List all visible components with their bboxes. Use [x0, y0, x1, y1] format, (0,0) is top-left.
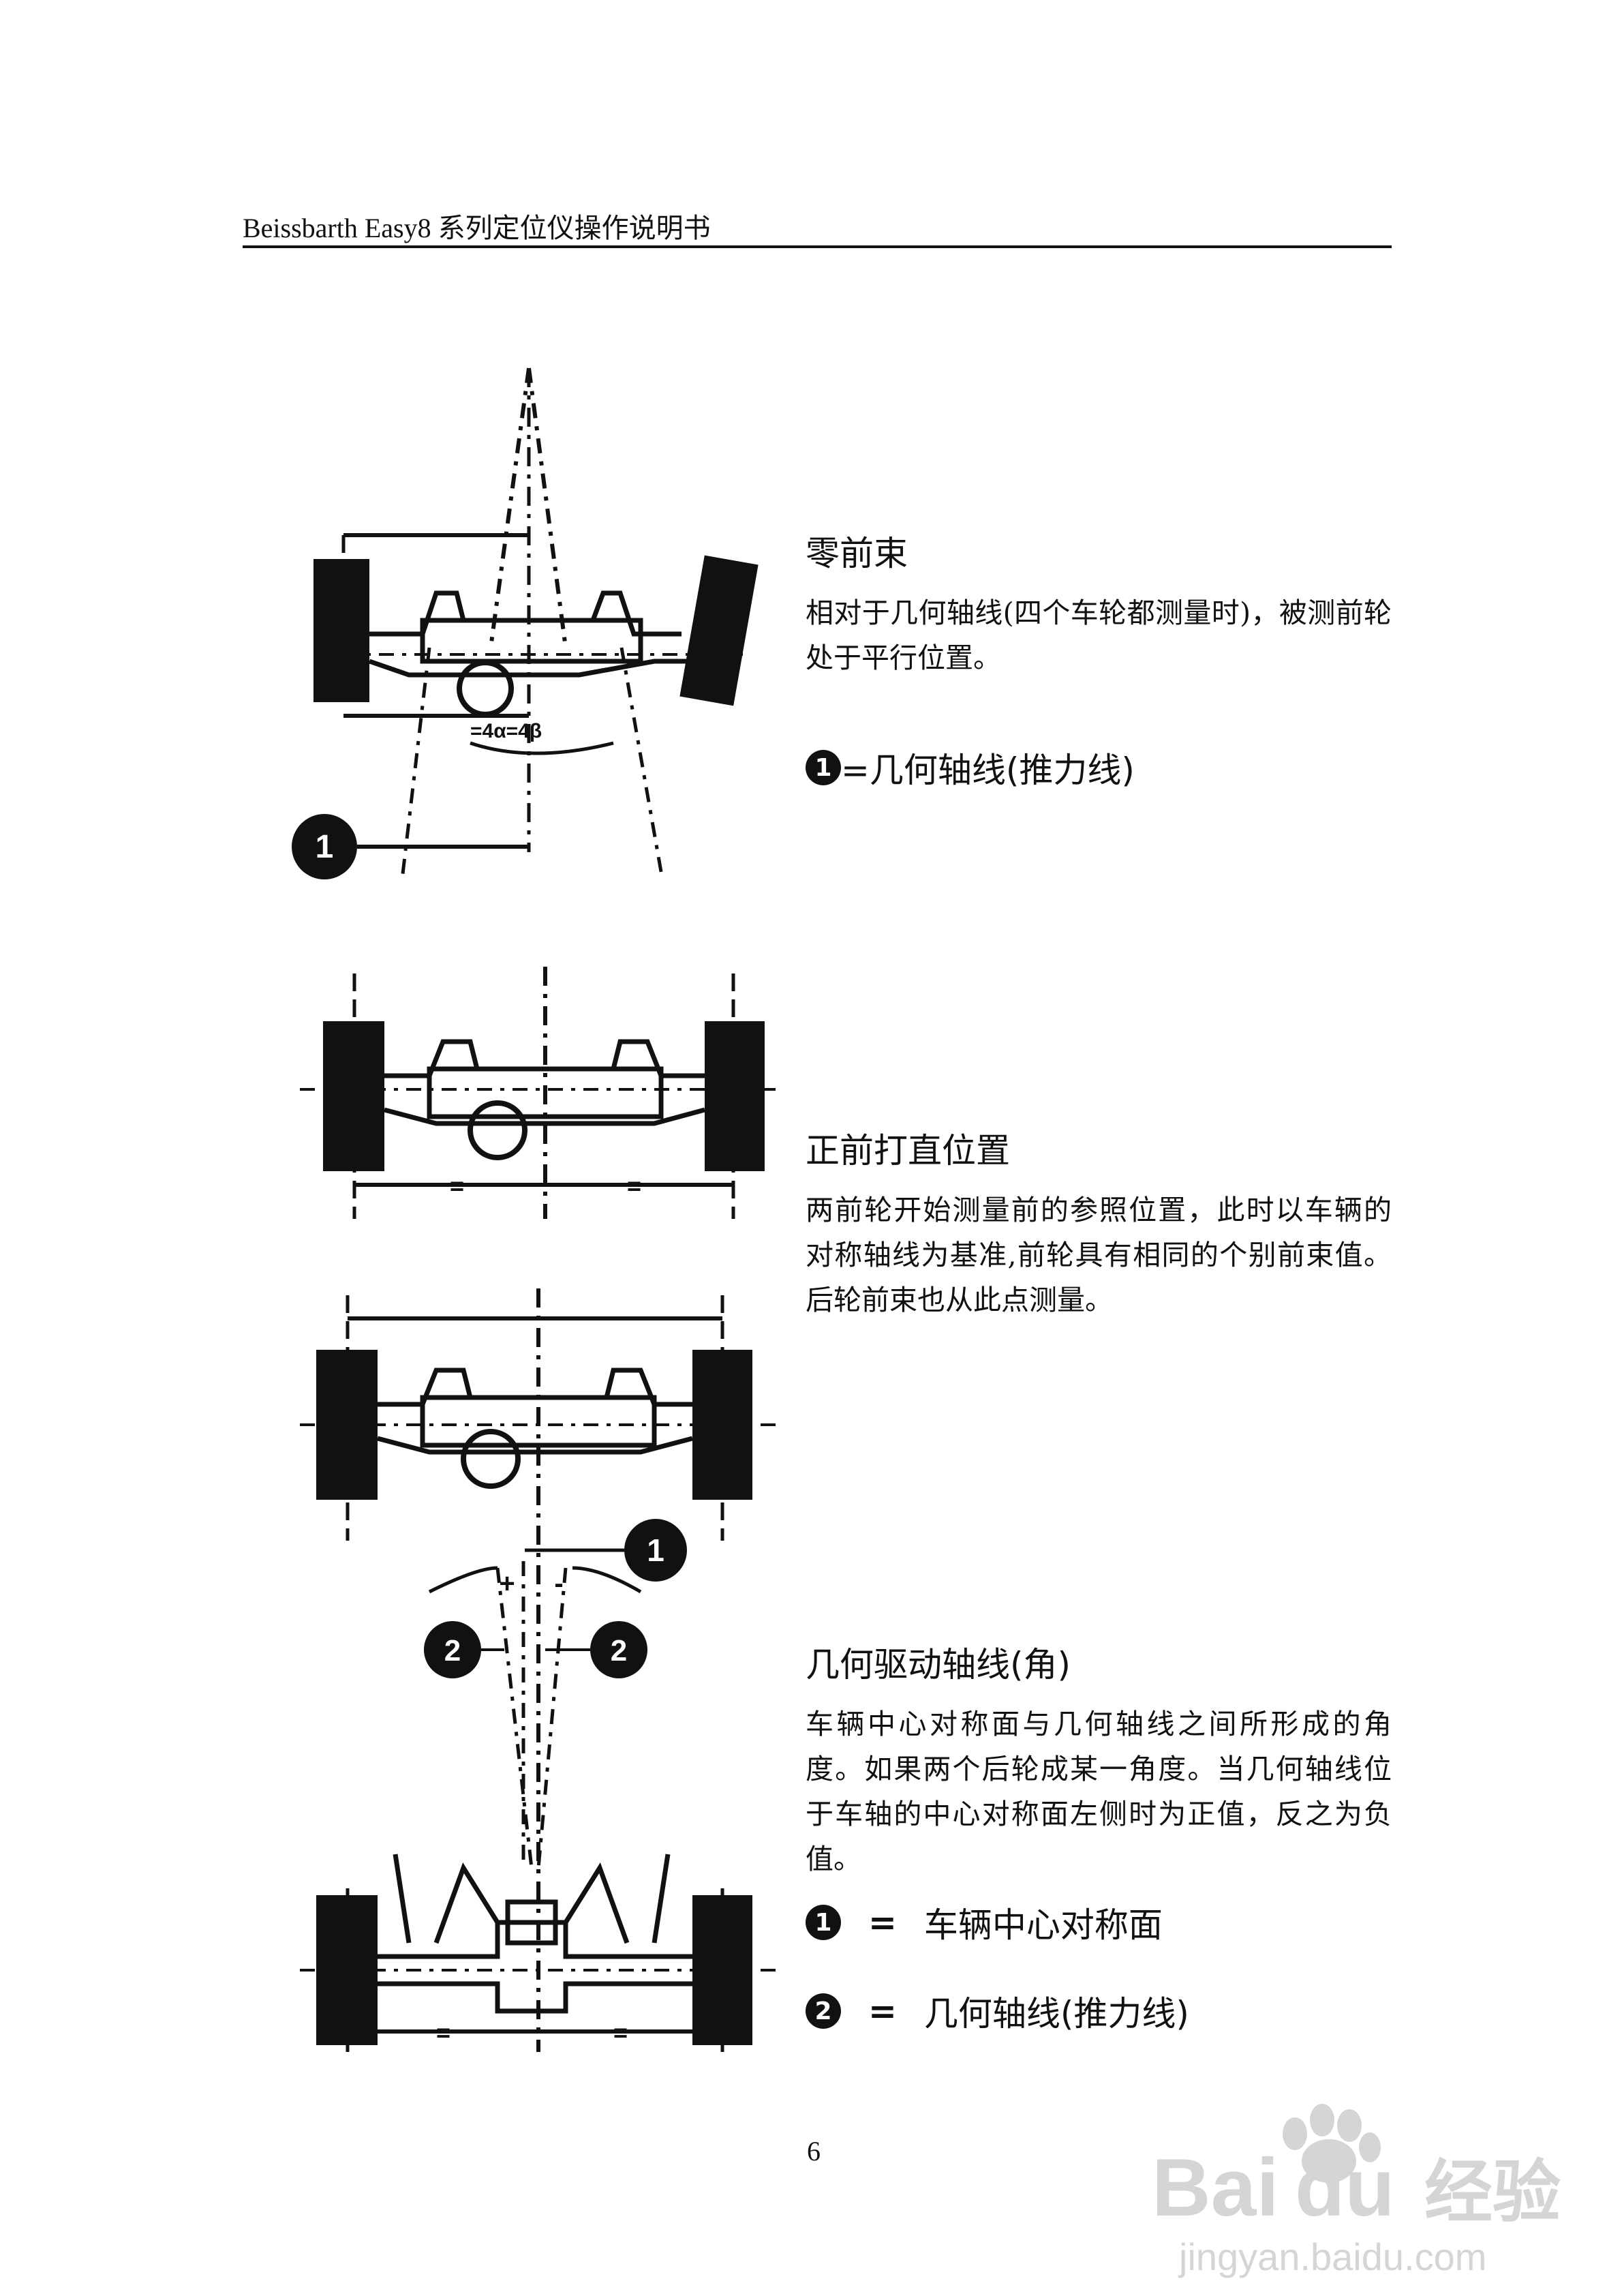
thrust-axis-badge-right [590, 1621, 647, 1678]
watermark-brand: Bai [1152, 2142, 1279, 2233]
legend-center-plane: 1 = 车辆中心对称面 [806, 1898, 1163, 1947]
thrust-axis-badge-right-label: 2 [611, 1634, 627, 1667]
straight-ahead-diagram: = = [300, 967, 777, 1219]
section-body-straight-ahead: 两前轮开始测量前的参照位置，此时以车辆的对称轴线为基准,前轮具有相同的个别前束值… [806, 1194, 1392, 1316]
legend-zero-toe: 1 =几何轴线(推力线) [806, 743, 1135, 792]
steering-wheel-icon [461, 1429, 521, 1489]
legend-text: 几何轴线(推力线) [923, 1994, 1189, 2034]
section-title-zero-toe: 零前束 [806, 534, 908, 573]
legend-badge-1: 1 [806, 750, 841, 785]
legend-text: 车辆中心对称面 [923, 1905, 1163, 1945]
axis-badge [292, 814, 357, 879]
header-rule [243, 245, 1392, 248]
legend-thrust-axis: 2 = 几何轴线(推力线) [806, 1987, 1189, 2036]
equal-mark-right: = [627, 1172, 641, 1200]
toe-angle-label: =4α=4β [470, 720, 542, 742]
zero-toe-diagram: =4α=4β 1 [292, 367, 759, 880]
thrust-axis-badge-left [424, 1621, 481, 1678]
watermark-url: jingyan.baidu.com [1178, 2235, 1486, 2278]
section-body-zero-toe: 相对于几何轴线(四个车轮都测量时)，被测前轮处于平行位置。 [806, 596, 1392, 674]
center-plane-badge [624, 1519, 687, 1582]
center-plane-badge-label: 1 [647, 1532, 664, 1568]
rear-right-wheel [692, 1895, 752, 2045]
equal-mark-left: = [450, 1172, 464, 1200]
steering-wheel-icon [468, 1100, 527, 1160]
minus-sign: - [554, 1569, 563, 1599]
equal-mark-right: = [613, 2019, 628, 2046]
page-number: 6 [807, 2136, 821, 2166]
paw-icon [1302, 2139, 1356, 2183]
section-title-straight-ahead: 正前打直位置 [806, 1131, 1010, 1170]
left-front-wheel [313, 559, 369, 702]
front-right-wheel [692, 1350, 752, 1500]
legend-equals: = [868, 1991, 897, 2031]
equal-mark-left: = [436, 2019, 450, 2046]
thrust-angle-diagram: 1 + - 2 2 = = [300, 1288, 777, 2052]
document-header: Beissbarth Easy8 系列定位仪操作说明书 [243, 213, 711, 243]
legend-equals: = [868, 1903, 897, 1942]
watermark-brand-2: du [1295, 2142, 1395, 2233]
baidu-jingyan-watermark: Bai du 经验 jingyan.baidu.com [1152, 2104, 1561, 2278]
right-wheel [705, 1021, 765, 1171]
left-wheel [323, 1021, 384, 1171]
steering-wheel-icon [457, 660, 514, 717]
right-front-wheel [679, 555, 759, 706]
plus-sign: + [499, 1569, 515, 1599]
legend-badge-2: 2 [806, 1993, 841, 2029]
section-body-thrust-angle: 车辆中心对称面与几何轴线之间所形成的角度。如果两个后轮成某一角度。当几何轴线位于… [806, 1708, 1392, 1875]
front-left-wheel [316, 1350, 378, 1500]
watermark-product: 经验 [1424, 2154, 1561, 2231]
thrust-axis-badge-left-label: 2 [444, 1634, 461, 1667]
legend-badge-1: 1 [806, 1905, 841, 1940]
section-title-thrust-angle: 几何驱动轴线(角) [806, 1645, 1071, 1685]
rear-left-wheel [316, 1895, 378, 2045]
axis-badge-label: 1 [316, 829, 334, 865]
legend-text: =几何轴线(推力线) [841, 751, 1135, 790]
